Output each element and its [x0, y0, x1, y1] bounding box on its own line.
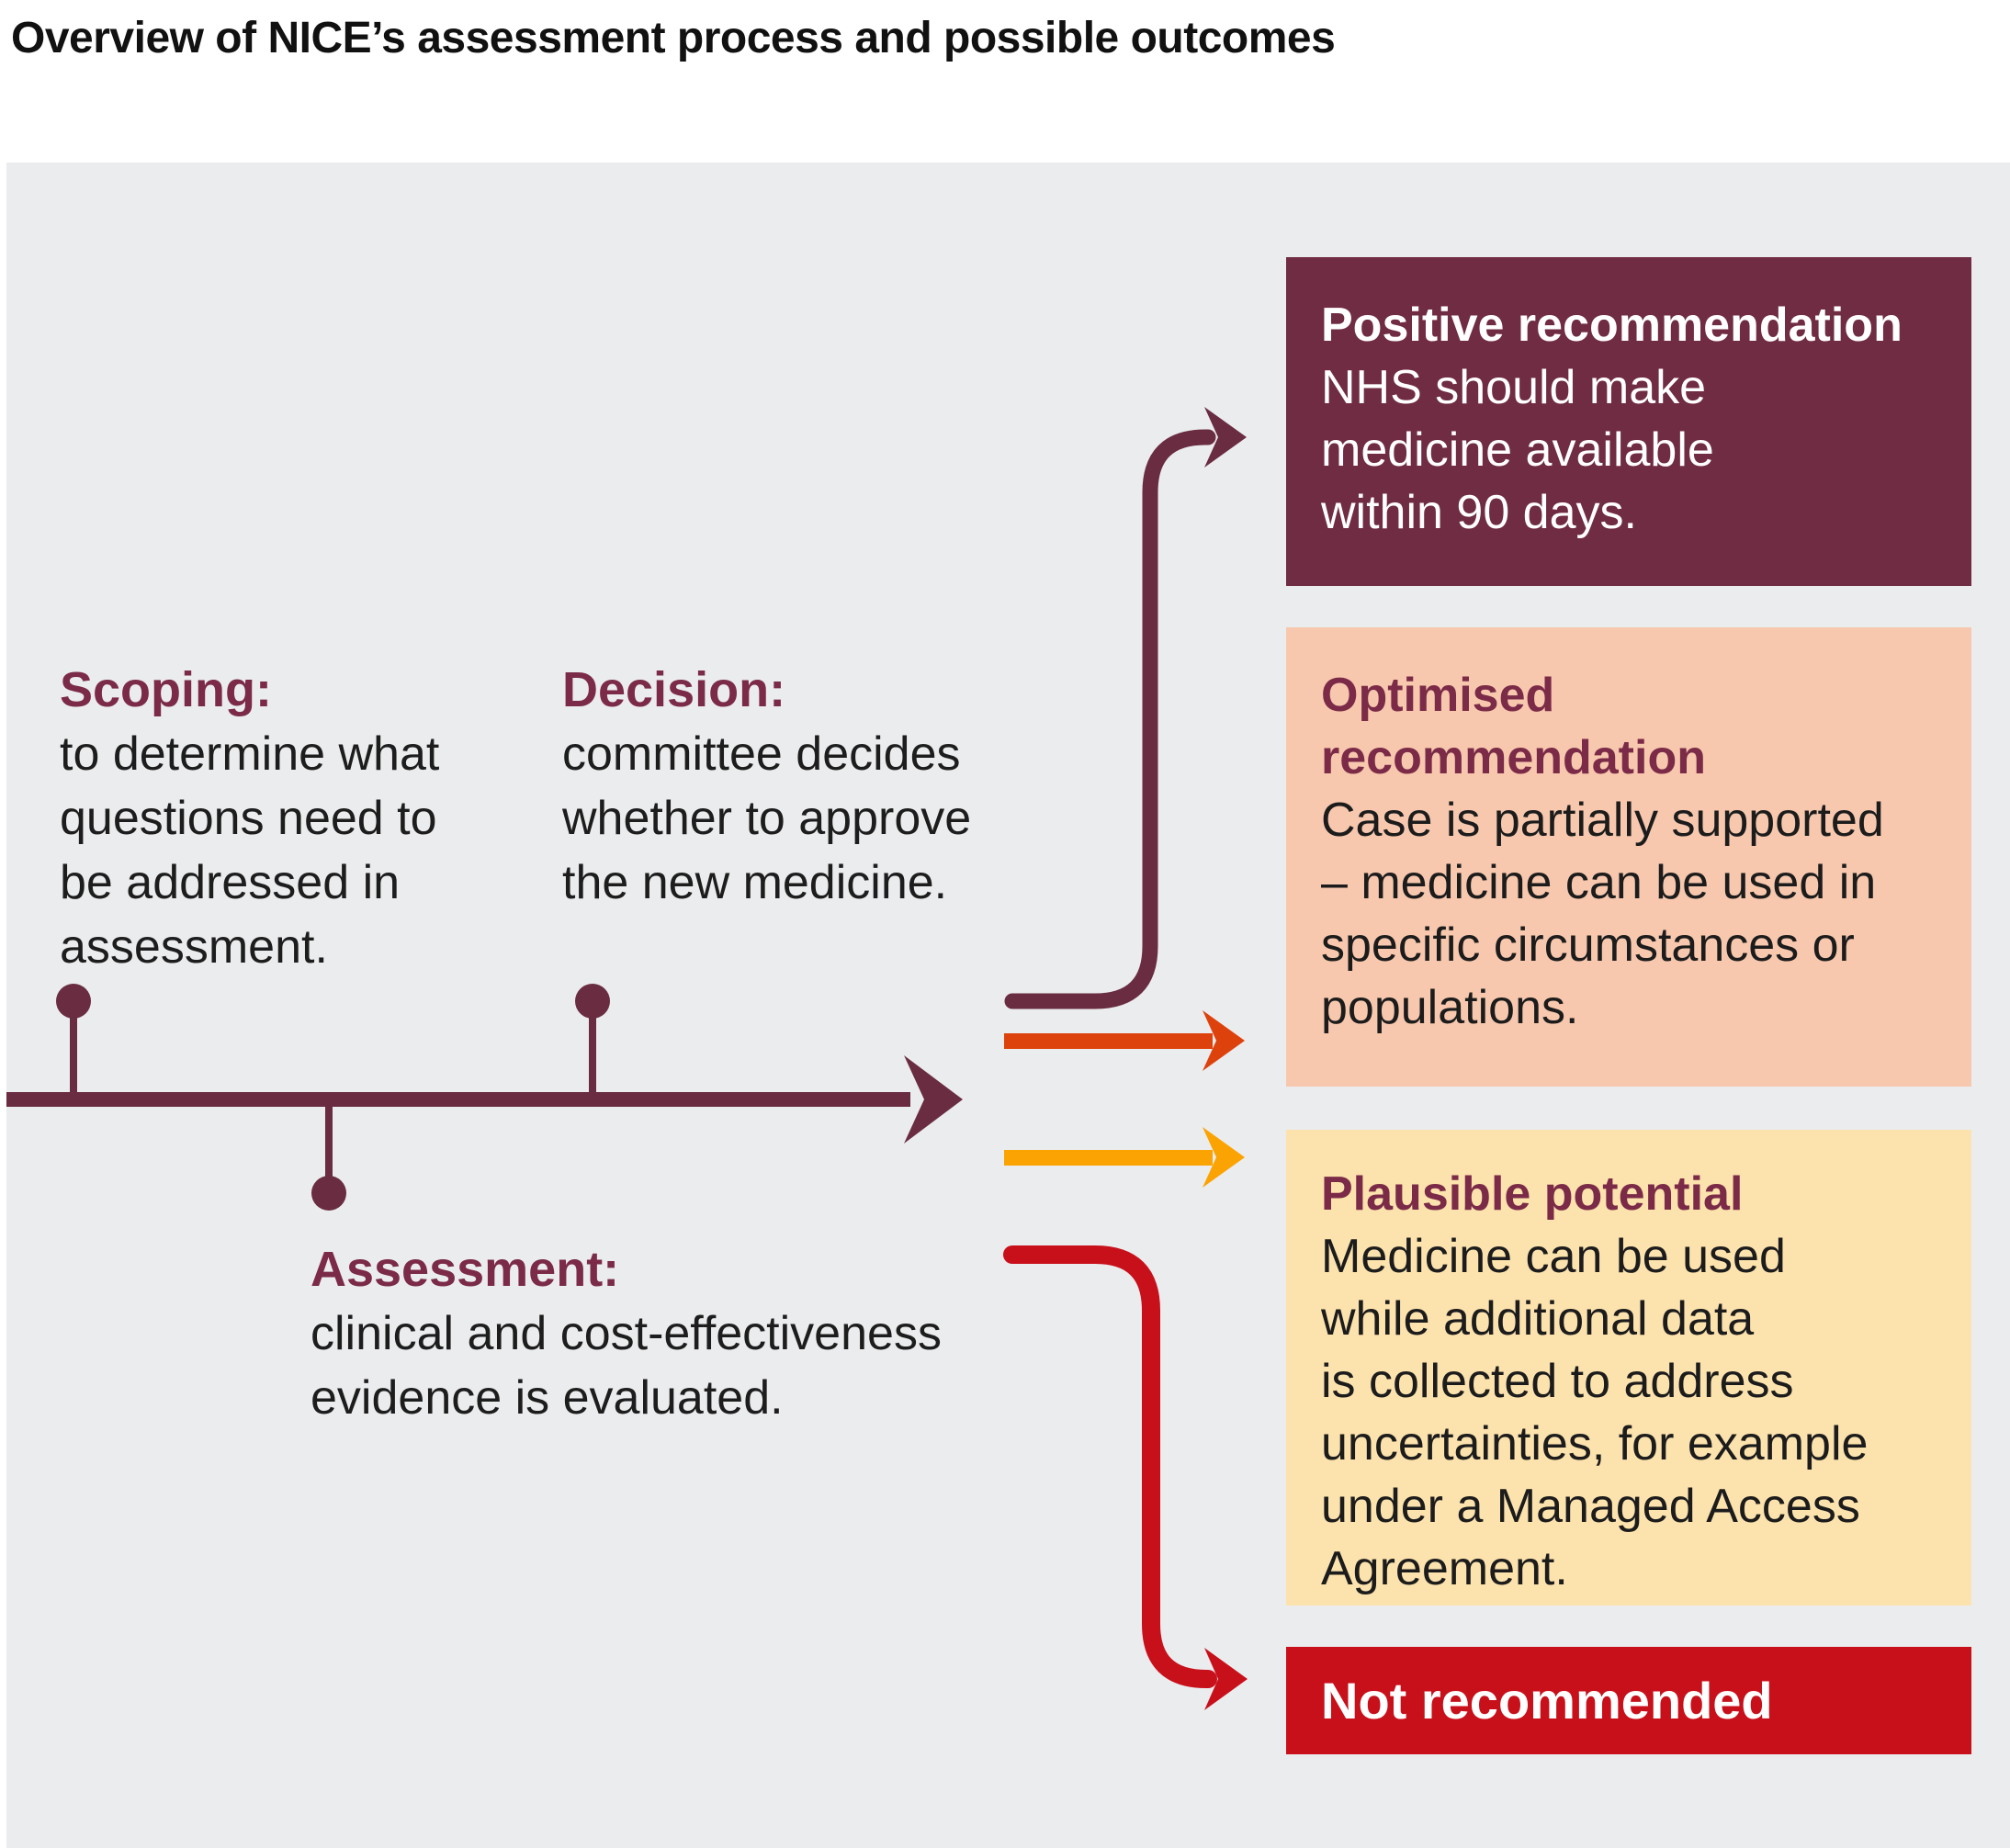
outcome-positive-line: medicine available [1321, 423, 1714, 477]
outcome-positive-heading: Positive recommendation [1321, 299, 1903, 352]
step-scoping-line: be addressed in [60, 856, 401, 909]
step-assessment-heading: Assessment: [311, 1242, 620, 1297]
notrec-connector-arrow [1003, 1245, 1217, 1688]
step-scoping-line: questions need to [60, 792, 437, 845]
scoping-marker-dot [56, 984, 91, 1019]
outcome-plausible-heading: Plausible potential [1321, 1167, 1744, 1221]
step-decision-line: committee decides [562, 727, 961, 781]
timeline-bar [6, 1092, 910, 1107]
outcome-plausible-line: uncertainties, for example [1321, 1417, 1869, 1471]
step-scoping: Scoping: to determine what questions nee… [60, 658, 439, 979]
plausible-connector-arrow [1004, 1150, 1213, 1166]
outcome-plausible-line: Medicine can be used [1321, 1230, 1786, 1283]
assessment-marker-stem [325, 1099, 333, 1180]
outcome-optimised-line: – medicine can be used in [1321, 856, 1877, 909]
outcome-box-not-recommended: Not recommended [1286, 1647, 1971, 1754]
step-assessment-line: evidence is evaluated. [311, 1371, 784, 1425]
step-decision-heading: Decision: [562, 662, 786, 717]
step-assessment-line: clinical and cost-effectiveness [311, 1307, 942, 1360]
outcome-plausible-line: is collected to address [1321, 1355, 1794, 1408]
outcome-optimised-heading: Optimised recommendation [1321, 669, 1706, 784]
outcome-box-positive-recommendation: Positive recommendation NHS should make … [1286, 257, 1971, 586]
timeline-arrowhead-icon [904, 1055, 963, 1144]
outcome-plausible-line: under a Managed Access [1321, 1480, 1860, 1533]
decision-marker-dot [575, 984, 610, 1019]
outcome-box-optimised-recommendation: Optimised recommendation Case is partial… [1286, 627, 1971, 1087]
outcome-box-plausible-potential: Plausible potential Medicine can be used… [1286, 1130, 1971, 1606]
outcome-notrec-heading: Not recommended [1321, 1671, 1773, 1730]
outcome-optimised-line: Case is partially supported [1321, 794, 1884, 847]
positive-connector-arrow [1004, 429, 1216, 1009]
notrec-arrowhead-icon [1204, 1648, 1248, 1710]
decision-marker-stem [589, 1012, 596, 1099]
assessment-marker-dot [311, 1176, 346, 1211]
outcome-optimised-line: populations. [1321, 981, 1579, 1034]
scoping-marker-stem [70, 1012, 77, 1099]
step-decision-line: the new medicine. [562, 856, 948, 909]
positive-arrowhead-icon [1204, 407, 1247, 468]
outcome-positive-line: NHS should make [1321, 361, 1707, 414]
outcome-plausible-line: Agreement. [1321, 1542, 1568, 1595]
step-assessment: Assessment: clinical and cost-effectiven… [311, 1237, 942, 1430]
step-decision-line: whether to approve [562, 792, 972, 845]
step-scoping-heading: Scoping: [60, 662, 272, 717]
step-decision: Decision: committee decides whether to a… [562, 658, 971, 915]
outcome-positive-line: within 90 days. [1321, 486, 1637, 539]
optimised-connector-arrow [1004, 1033, 1213, 1049]
step-scoping-line: assessment. [60, 920, 328, 974]
plausible-arrowhead-icon [1203, 1127, 1245, 1188]
optimised-arrowhead-icon [1203, 1010, 1245, 1071]
outcome-optimised-line: specific circumstances or [1321, 918, 1855, 972]
page-title: Overview of NICE’s assessment process an… [11, 14, 1336, 62]
step-scoping-line: to determine what [60, 727, 440, 781]
outcome-plausible-line: while additional data [1321, 1292, 1755, 1346]
